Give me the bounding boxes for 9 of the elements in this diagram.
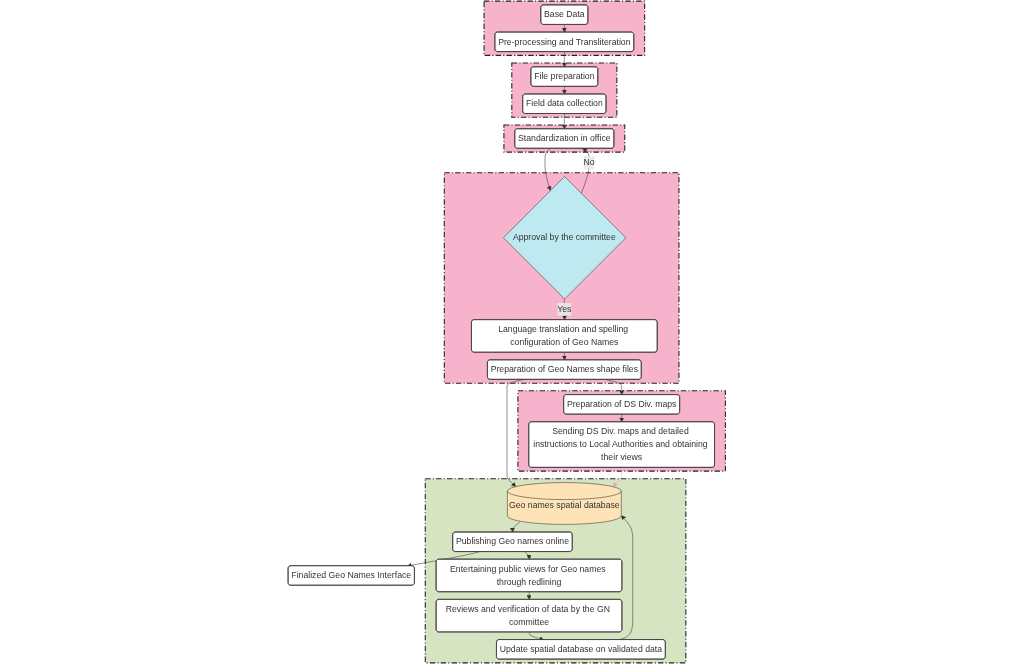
- cluster: [483, 0, 645, 56]
- edge-label: No: [583, 157, 595, 167]
- cluster: [517, 390, 726, 472]
- node-diamond: Approval by the committee: [502, 176, 626, 300]
- cluster: [511, 62, 618, 118]
- edge-label: Yes: [557, 304, 572, 314]
- cluster: [424, 478, 687, 664]
- cluster: [503, 124, 626, 153]
- cluster: [443, 172, 680, 384]
